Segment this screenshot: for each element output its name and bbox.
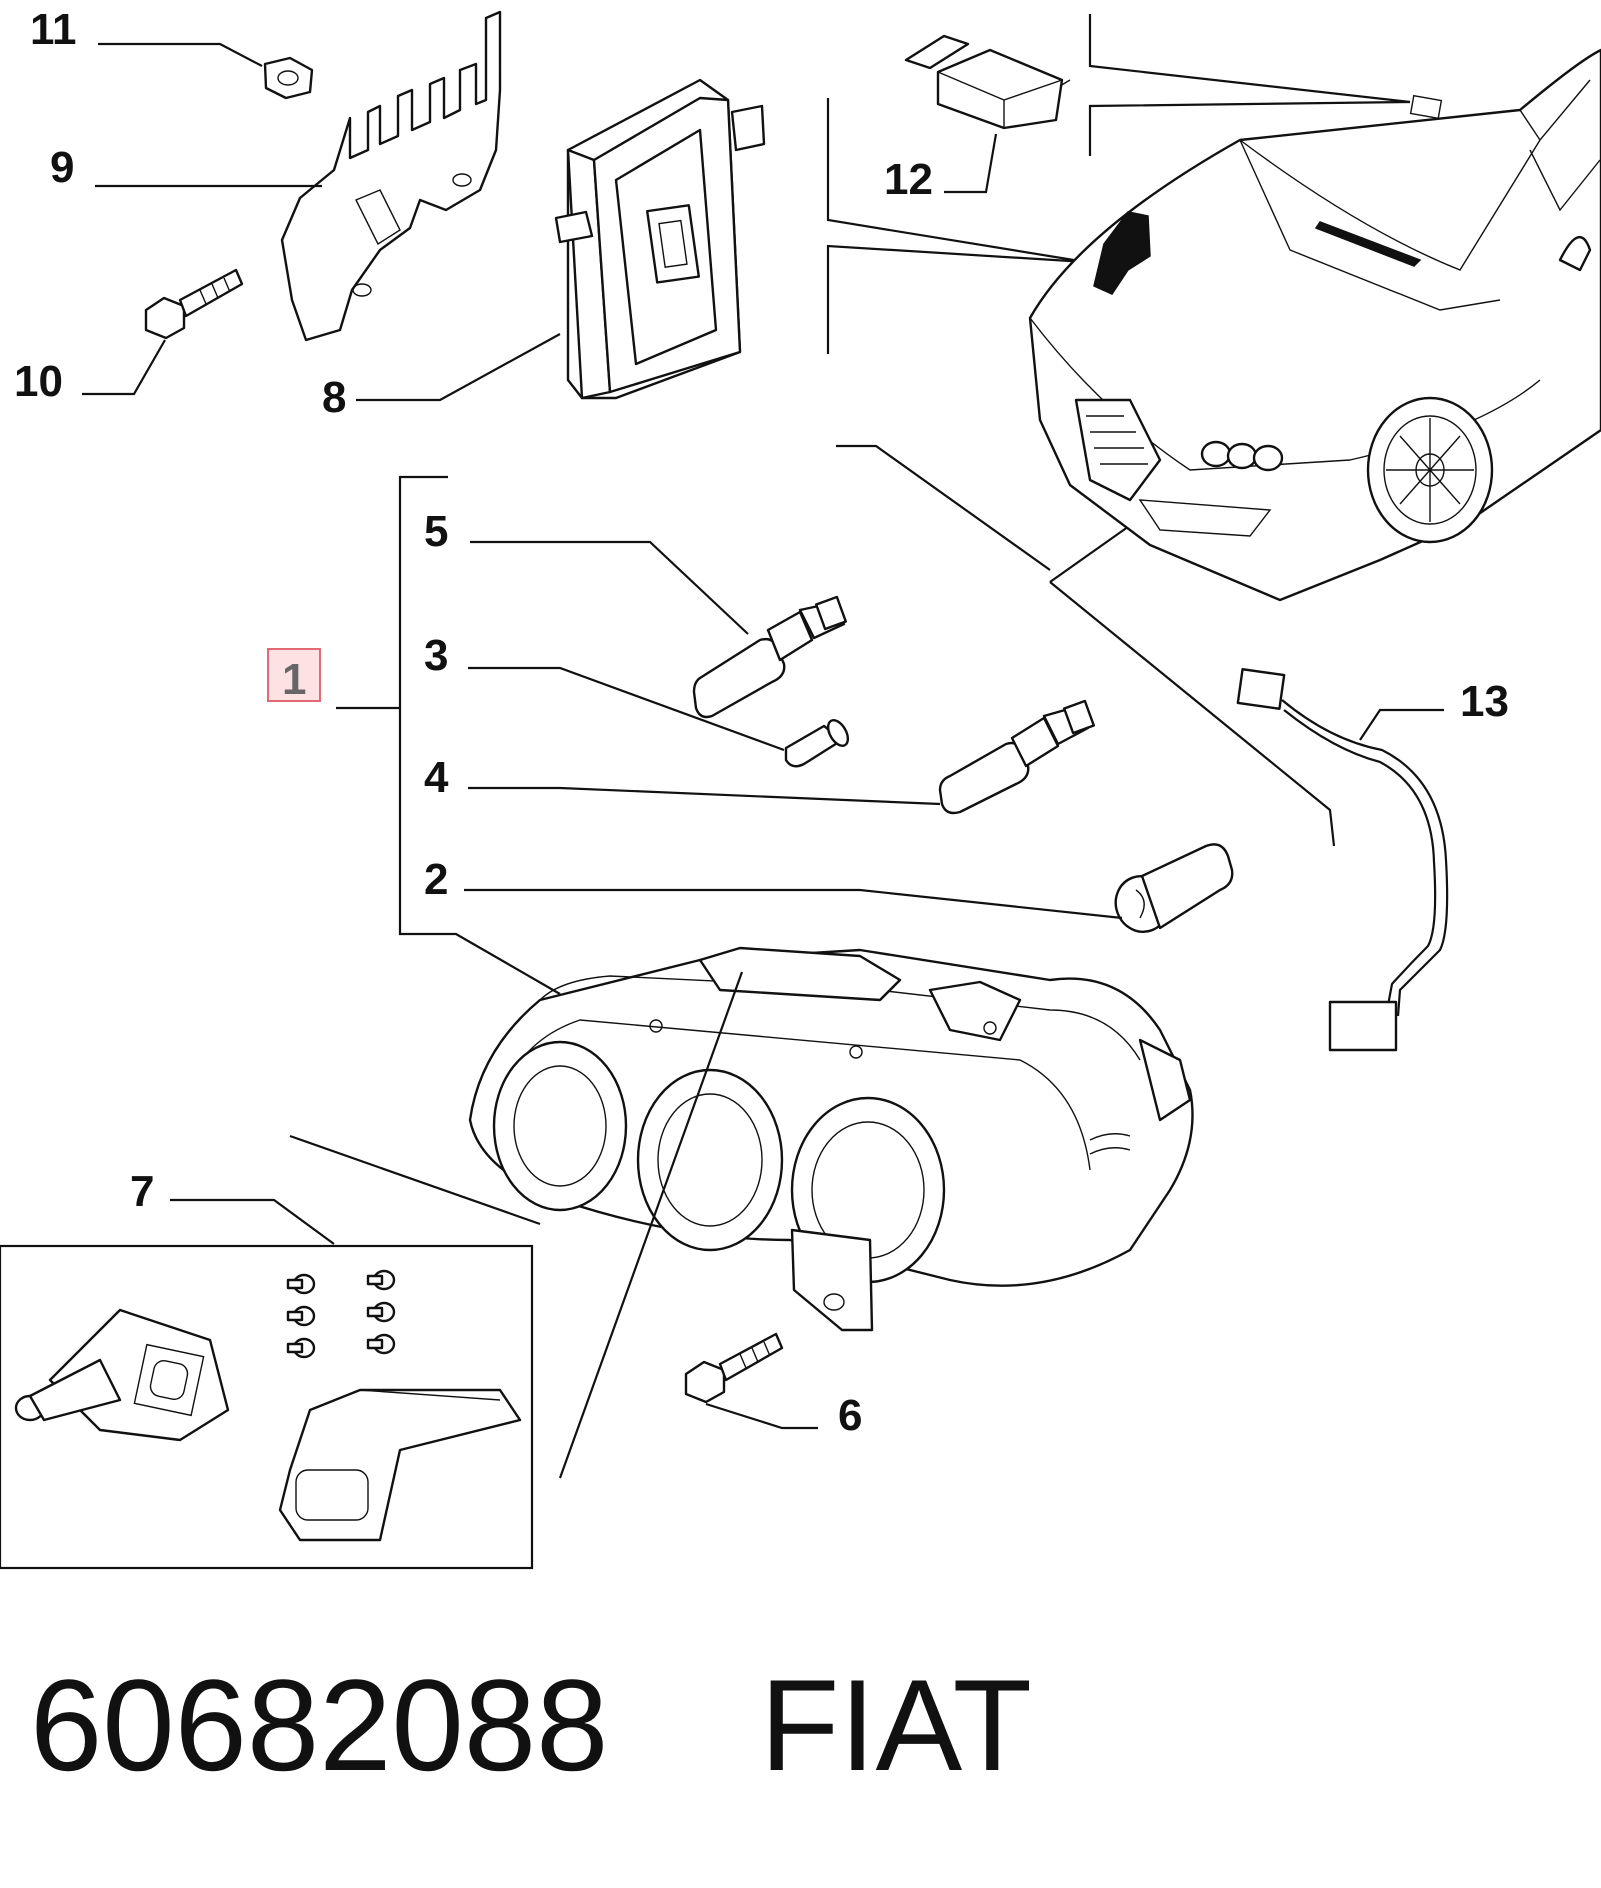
- leader-6: [705, 1402, 818, 1430]
- vehicle-illustration: [1028, 48, 1601, 602]
- leader-12: [944, 133, 998, 194]
- leader-12-vehicle-b: [1088, 100, 1411, 156]
- callout-6: 6: [838, 1391, 862, 1440]
- callout-8: 8: [322, 373, 346, 422]
- bulb-part-4: [938, 699, 1095, 815]
- leader-12-vehicle: [1088, 14, 1411, 104]
- group-bracket: [398, 475, 561, 995]
- callout-5: 5: [424, 507, 448, 556]
- leader-10: [82, 339, 166, 396]
- highlight-box-1[interactable]: [267, 648, 321, 702]
- callout-12: 12: [884, 155, 933, 204]
- repair-kit-part-7: [14, 1269, 522, 1542]
- callout-11: 11: [30, 5, 77, 54]
- bulb-part-3: [784, 719, 850, 768]
- harness-part-13: [1236, 668, 1449, 1052]
- leader-headlamp-lower: [289, 1134, 541, 1226]
- brand-name: FIAT: [760, 1652, 1032, 1798]
- kit-box-7: [0, 1244, 534, 1570]
- callout-1[interactable]: 1: [282, 655, 306, 704]
- sensor-part-12: [904, 34, 1071, 130]
- leader-headlamp-upper: [558, 971, 744, 1479]
- leader-2: [464, 888, 1123, 920]
- part-number: 60682088: [30, 1652, 608, 1798]
- bolt-part-6: [684, 1332, 784, 1404]
- control-unit-part-8: [554, 78, 766, 400]
- bulb-part-2: [1114, 843, 1234, 933]
- leader-4: [468, 786, 941, 806]
- callout-7: 7: [130, 1167, 154, 1216]
- headlamp-assembly: [468, 946, 1194, 1332]
- leader-8-vehicle: [826, 98, 1087, 264]
- bulb-part-5: [692, 595, 847, 719]
- screws-kit: [286, 1269, 396, 1359]
- callout-9: 9: [50, 143, 74, 192]
- leader-11: [98, 42, 263, 67]
- callout-3: 3: [424, 631, 448, 680]
- leader-7: [170, 1198, 335, 1245]
- callout-4: 4: [424, 753, 449, 802]
- leader-5: [470, 540, 749, 635]
- leader-8-vehicle-b: [826, 244, 1087, 354]
- leader-8: [356, 333, 561, 402]
- callout-13: 13: [1460, 677, 1509, 726]
- callout-10: 10: [14, 357, 63, 406]
- callout-2: 2: [424, 855, 448, 904]
- leader-1-vehicle: [836, 444, 1051, 571]
- nut-part-11: [263, 56, 314, 100]
- bolt-part-10: [144, 268, 244, 340]
- bracket-part-9: [280, 10, 502, 342]
- leader-13: [1359, 708, 1444, 741]
- leader-13-vehicle-b: [1049, 581, 1336, 847]
- leader-3: [468, 666, 785, 752]
